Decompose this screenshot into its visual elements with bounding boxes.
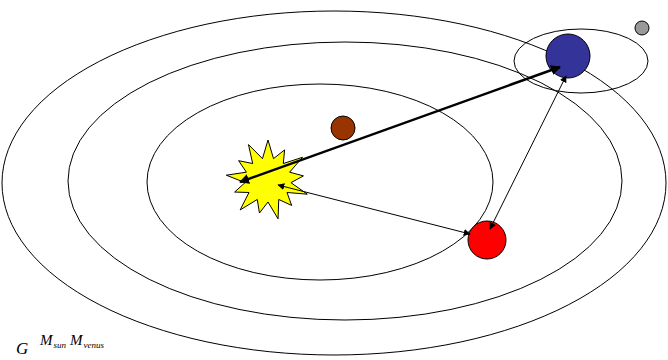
moon [635, 21, 649, 35]
mass-subscript: sun [54, 341, 67, 350]
moon-orbit [514, 29, 648, 93]
force-arrow [490, 76, 566, 229]
middle-orbit [68, 42, 622, 320]
mass-subscript: venus [84, 341, 105, 350]
force-arrow [278, 185, 470, 234]
venus-planet [468, 221, 506, 259]
mass-symbol: M [40, 333, 53, 348]
inner-planet [331, 116, 355, 140]
outer-orbit [2, 11, 666, 355]
inner-orbit [147, 84, 493, 280]
constant-symbol: G [16, 340, 28, 357]
force-arrow [240, 67, 560, 182]
sun-star [226, 140, 307, 219]
mass-symbol: M [70, 333, 83, 348]
earth-planet [546, 34, 590, 78]
